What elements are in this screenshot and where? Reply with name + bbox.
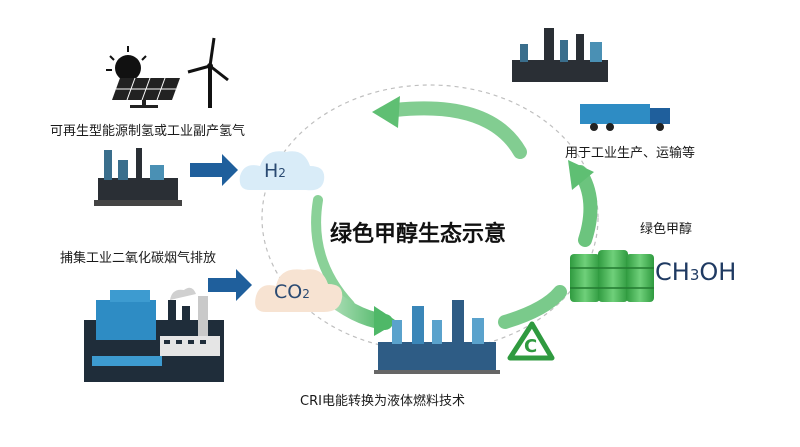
co2-formula: CO2: [274, 281, 310, 303]
cycle-dashed-ring: [261, 84, 599, 352]
cloud-icon: [255, 269, 343, 312]
cycle-arrow-bottom-right: [498, 285, 567, 329]
co2-sub: 2: [302, 287, 310, 301]
truck-icon: [580, 104, 670, 131]
solar-panel-icon: [106, 46, 180, 108]
blue-arrow-icon: [208, 269, 252, 301]
co2-factory-icon: [84, 287, 224, 382]
recycle-icon: [507, 321, 555, 361]
methanol-part-a: CH: [655, 258, 690, 286]
cycle-arrow-right: [573, 165, 598, 247]
cycle-arrowhead-right: [568, 160, 594, 190]
cloud-icon: [239, 151, 325, 191]
methanol-formula: CH3OH: [655, 258, 736, 286]
label-usage: 用于工业生产、运输等: [565, 146, 696, 161]
cycle-arrow-top: [388, 101, 527, 159]
label-carbon-capture: 捕集工业二氧化碳烟气排放: [60, 251, 217, 266]
co2-main: CO: [274, 281, 303, 303]
cycle-arrowhead-bottom-left: [374, 306, 398, 336]
h2-main: H: [264, 160, 279, 182]
h2-formula: H2: [264, 160, 286, 182]
barrel-icon: [570, 250, 654, 302]
cycle-arrowhead-top: [372, 96, 400, 128]
diagram-title: 绿色甲醇生态示意: [330, 222, 507, 247]
label-renewable-hydrogen: 可再生型能源制氢或工业副产氢气: [50, 124, 246, 139]
hydrogen-factory-icon: [94, 148, 182, 206]
wind-turbine-icon: [187, 37, 229, 108]
methanol-part-b: OH: [699, 258, 737, 286]
blue-arrow-icon: [190, 154, 238, 186]
label-green-methanol: 绿色甲醇: [640, 222, 693, 237]
refinery-icon: [512, 28, 608, 82]
h2-sub: 2: [278, 166, 286, 180]
carbon-symbol: C: [524, 336, 538, 357]
label-cri-technology: CRI电能转换为液体燃料技术: [300, 394, 465, 409]
methanol-sub: 3: [689, 266, 700, 284]
refinery-icon: [374, 300, 500, 374]
